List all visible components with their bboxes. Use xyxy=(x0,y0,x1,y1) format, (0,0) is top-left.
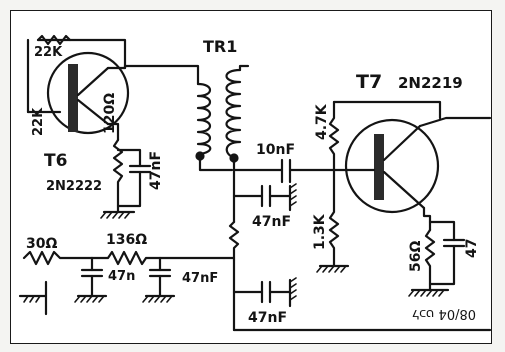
t6-collector-lead xyxy=(76,66,110,97)
label-r-22k-mid: 22K xyxy=(31,107,46,136)
label-r-56: 56Ω xyxy=(408,241,424,272)
handwritten-note: לכט 08/04 xyxy=(412,306,476,321)
resistor-56 xyxy=(424,228,436,292)
label-c10nf: 10nF xyxy=(256,142,295,158)
resistor-center xyxy=(228,220,240,262)
tr1-secondary-top xyxy=(238,64,250,72)
label-t6-ref: T6 xyxy=(44,151,67,171)
collector-to-tr1-wire xyxy=(123,64,200,86)
c47nf-emitter-wire xyxy=(116,148,142,168)
t7-body-circle xyxy=(344,118,440,214)
label-r-30: 30Ω xyxy=(26,236,57,252)
left-edge-hatch xyxy=(23,295,41,303)
schematic-sheet xyxy=(10,10,492,344)
label-t7-part: 2N2219 xyxy=(398,74,463,92)
t7-collector-wire xyxy=(418,116,492,128)
transformer-tr1 xyxy=(195,68,242,163)
tr1-primary-coil xyxy=(196,82,212,156)
resistor-136 xyxy=(90,250,236,266)
ground-bottom-hatch xyxy=(289,277,297,301)
t7-upper-bias-rail xyxy=(332,100,442,120)
resistor-22k-top xyxy=(36,34,72,46)
transistor-t7 xyxy=(344,118,440,214)
resistor-1k3 xyxy=(328,168,340,268)
ground-c47nf-filter-hatch xyxy=(142,295,173,303)
label-c47nf-filter: 47nF xyxy=(182,271,218,286)
c47-right-return xyxy=(428,244,456,286)
label-tr1: TR1 xyxy=(203,37,237,56)
label-c47nf-emitter: 47nF xyxy=(148,151,164,190)
label-t6-part: 2N2222 xyxy=(46,179,102,194)
t6-collector-wire xyxy=(36,38,127,70)
label-c47n-left: 47n xyxy=(108,269,135,284)
resistor-4k7 xyxy=(328,100,340,172)
label-r-120: 120Ω xyxy=(102,93,118,134)
t6-body-circle xyxy=(46,51,130,135)
label-c47nf-bottom: 47nF xyxy=(248,310,287,326)
ground-t6-hatch xyxy=(100,211,131,219)
t7-emitter-wire xyxy=(422,206,432,232)
label-t7-ref: T7 xyxy=(356,71,382,93)
ground-t7-base-hatch xyxy=(316,265,347,273)
transistor-t6 xyxy=(46,51,130,135)
t6-emitter-lead xyxy=(76,98,110,126)
c47nf-emitter-return xyxy=(116,170,142,208)
t7-base-bar xyxy=(374,134,384,200)
tr1-secondary-to-cap xyxy=(232,156,284,172)
label-c47nf-mid: 47nF xyxy=(252,214,291,230)
c47-right-wire xyxy=(428,220,456,242)
resistor-30 xyxy=(22,250,94,266)
t6-emitter-wire xyxy=(106,122,120,142)
label-c47-right: 47 xyxy=(464,239,480,258)
label-r-136: 136Ω xyxy=(106,232,147,248)
t7-emitter-lead xyxy=(382,170,426,210)
label-r-1k3: 1.3K xyxy=(312,213,328,250)
ground-c47n-left-hatch xyxy=(74,295,105,303)
t6-base-bar xyxy=(68,64,78,132)
label-r-4k7: 4.7K xyxy=(314,103,330,140)
tr1-secondary-coil xyxy=(225,68,242,160)
t7-collector-lead xyxy=(382,124,422,162)
label-r-22k-top: 22K xyxy=(34,45,63,60)
tr1-primary-return xyxy=(198,154,234,172)
ground-mid-hatch xyxy=(289,183,297,207)
ground-t7-emitter-hatch xyxy=(408,289,445,297)
resistor-120 xyxy=(112,138,124,214)
